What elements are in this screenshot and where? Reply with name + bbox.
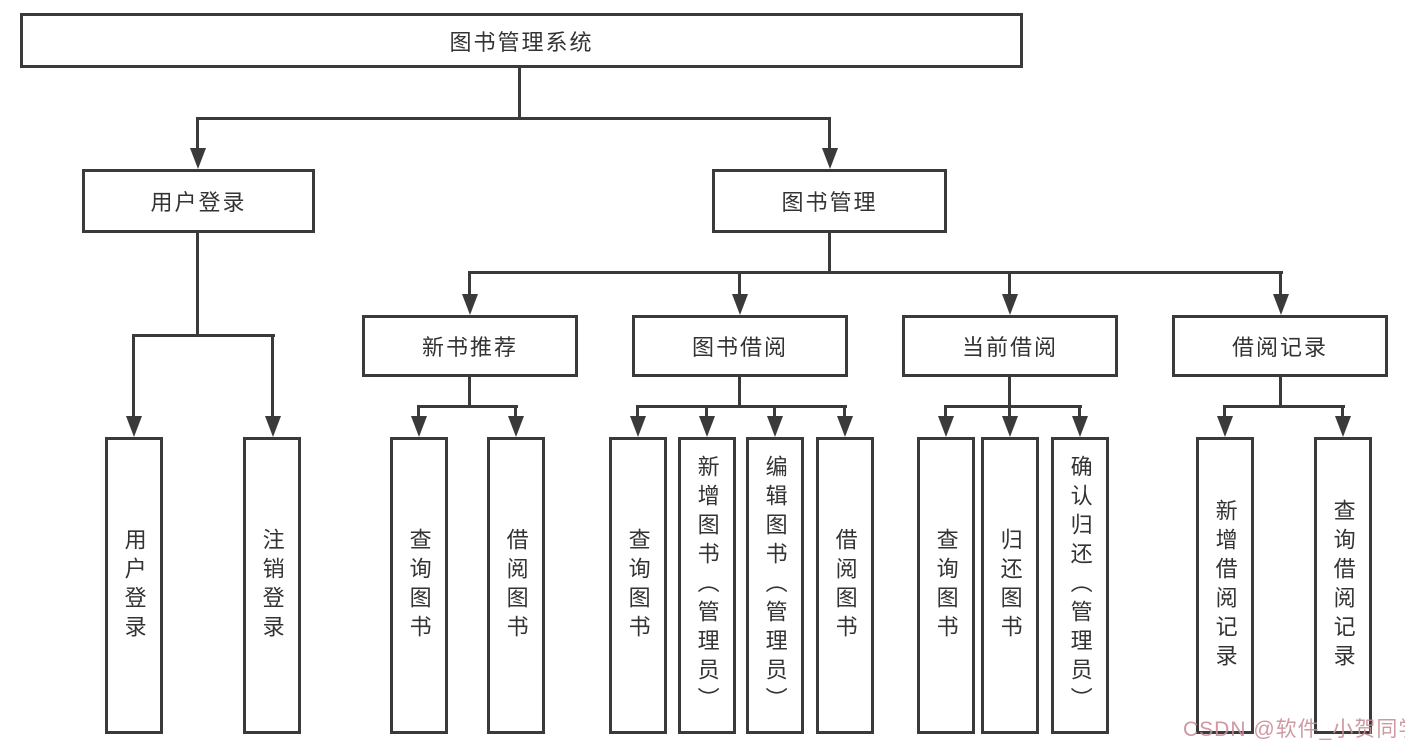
leaf-add-borrow-record-label: 新增借阅记录 [1212,498,1238,673]
connector-to-user-login [196,117,199,150]
leaf-recommend-query-books-label: 查询图书 [406,527,432,644]
connector-to-leaf [1223,405,1226,418]
leaf-current-query-books-label: 查询图书 [933,527,959,644]
connector-section-rail [1224,405,1345,408]
leaf-add-books-admin-label: 新增图书（管理员） [694,455,720,716]
arrow-down-icon [1072,416,1088,437]
arrow-down-icon [265,416,281,437]
connector-book-mgmt-stem [828,233,831,272]
connector-section-stem [1008,377,1011,408]
connector-to-leaf [1341,405,1344,418]
connector-section-stem [738,377,741,408]
csdn-watermark: CSDN @软件_小贺同学 [1183,718,1405,741]
node-borrow-records-label: 借阅记录 [1231,335,1328,360]
arrow-down-icon [126,416,142,437]
node-root-system-label: 图书管理系统 [449,29,594,55]
arrow-down-icon [1002,416,1018,437]
arrow-down-icon [767,416,783,437]
leaf-add-books-admin: 新增图书（管理员） [678,437,736,734]
connector-to-leaf [132,334,135,418]
leaf-logout-label: 注销登录 [259,527,285,644]
leaf-logout: 注销登录 [243,437,301,734]
leaf-query-borrow-record: 查询借阅记录 [1314,437,1372,734]
leaf-add-borrow-record: 新增借阅记录 [1196,437,1254,734]
node-new-book-recommend: 新书推荐 [362,315,578,377]
leaf-borrow-books: 借阅图书 [816,437,874,734]
leaf-edit-books-admin: 编辑图书（管理员） [746,437,804,734]
connector-root-rail [197,117,831,120]
leaf-recommend-borrow-books-label: 借阅图书 [503,527,529,644]
arrow-down-icon [411,416,427,437]
leaf-confirm-return-admin: 确认归还（管理员） [1051,437,1109,734]
arrow-down-icon [822,148,838,169]
leaf-borrow-query-books-label: 查询图书 [625,527,651,644]
connector-to-leaf [1008,405,1011,418]
arrow-down-icon [630,416,646,437]
arrow-down-icon [1273,294,1289,315]
node-current-borrow: 当前借阅 [902,315,1118,377]
connector-user-login-stem [196,233,199,335]
arrow-down-icon [1335,416,1351,437]
node-new-book-recommend-label: 新书推荐 [421,335,518,360]
arrow-down-icon [732,294,748,315]
leaf-user-login-label: 用户登录 [121,527,147,644]
node-book-borrow: 图书借阅 [632,315,848,377]
connector-root-stem [518,68,521,118]
leaf-query-borrow-record-label: 查询借阅记录 [1330,498,1356,673]
connector-section-stem [1279,377,1282,408]
connector-to-section [1008,271,1011,296]
connector-to-leaf [1078,405,1081,418]
node-root-system: 图书管理系统 [20,13,1023,68]
connector-to-leaf [636,405,639,418]
connector-to-section [1279,271,1282,296]
arrow-down-icon [190,148,206,169]
leaf-edit-books-admin-label: 编辑图书（管理员） [762,455,788,716]
arrow-down-icon [699,416,715,437]
leaf-user-login: 用户登录 [105,437,163,734]
connector-to-section [468,271,471,296]
connector-to-leaf [944,405,947,418]
connector-to-leaf [271,334,274,418]
leaf-recommend-query-books: 查询图书 [390,437,448,734]
connector-section-rail [637,405,847,408]
connector-to-leaf [417,405,420,418]
arrow-down-icon [462,294,478,315]
connector-to-leaf [514,405,517,418]
leaf-borrow-books-label: 借阅图书 [832,527,858,644]
connector-book-mgmt-rail [469,271,1283,274]
connector-to-leaf [705,405,708,418]
arrow-down-icon [508,416,524,437]
connector-to-book-mgmt [828,117,831,150]
node-book-borrow-label: 图书借阅 [691,335,788,360]
connector-section-stem [468,377,471,408]
node-user-login: 用户登录 [82,169,315,233]
arrow-down-icon [1002,294,1018,315]
node-current-borrow-label: 当前借阅 [961,335,1058,360]
connector-section-rail [945,405,1082,408]
leaf-borrow-query-books: 查询图书 [609,437,667,734]
arrow-down-icon [938,416,954,437]
leaf-return-books: 归还图书 [981,437,1039,734]
connector-to-section [738,271,741,296]
node-borrow-records: 借阅记录 [1172,315,1388,377]
node-book-management: 图书管理 [712,169,947,233]
leaf-recommend-borrow-books: 借阅图书 [487,437,545,734]
arrow-down-icon [837,416,853,437]
connector-section-rail [418,405,518,408]
node-book-management-label: 图书管理 [781,190,878,215]
leaf-current-query-books: 查询图书 [917,437,975,734]
connector-to-leaf [843,405,846,418]
node-user-login-label: 用户登录 [150,190,247,215]
arrow-down-icon [1217,416,1233,437]
leaf-confirm-return-admin-label: 确认归还（管理员） [1067,455,1093,716]
leaf-return-books-label: 归还图书 [997,527,1023,644]
connector-user-login-rail [133,334,275,337]
connector-to-leaf [773,405,776,418]
